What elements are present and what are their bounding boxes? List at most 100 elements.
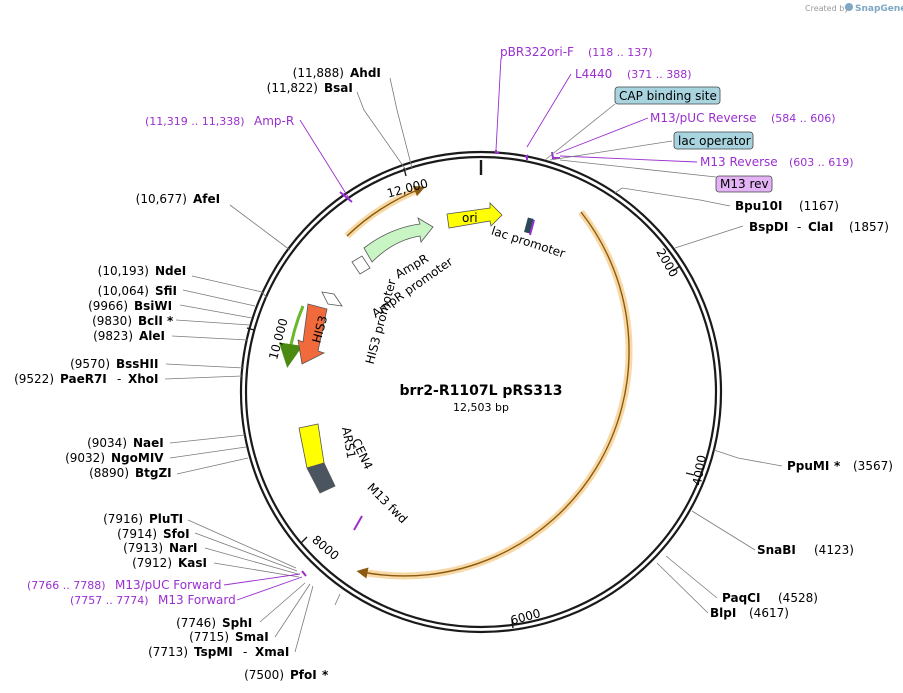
primer-name: M13 Reverse — [700, 155, 778, 169]
feature-ars1: ARS1 — [298, 423, 358, 469]
site-name: AfeI — [193, 192, 220, 206]
site-name: BsaI — [324, 81, 353, 95]
orf-arrow-large — [356, 211, 630, 579]
sites-right: Bpu10I (1167) BspDI - ClaI (1857) PpuMI … — [710, 199, 893, 620]
site-name: BsiWI — [134, 299, 172, 313]
ori-label: ori — [462, 211, 478, 225]
site-pos: (7916) — [103, 512, 143, 526]
site-name: BssHII — [116, 357, 158, 371]
site-name: Bpu10I — [735, 199, 782, 213]
his3-orf-arrow — [278, 305, 305, 368]
ars1-label: ARS1 — [339, 426, 358, 460]
credit-brand: SnapGene — [855, 4, 903, 14]
site-pos: (7715) — [189, 630, 229, 644]
site-name: ClaI — [808, 220, 833, 234]
his3-promoter-label: HIS3 promoter — [363, 278, 399, 366]
leader-lines-left — [164, 77, 413, 653]
leader-lines-right — [614, 187, 783, 614]
site-pos: (9966) — [88, 299, 128, 313]
site-pos: (11,822) — [267, 81, 318, 95]
site-pos: (8890) — [89, 466, 129, 480]
primer-name: M13/pUC Reverse — [650, 111, 757, 125]
site-name: AleI — [139, 329, 165, 343]
site-pos: (7713) — [148, 645, 188, 659]
site-pos: (7913) — [123, 541, 163, 555]
site-name: SfiI — [155, 284, 177, 298]
site-pos: (1167) — [799, 199, 839, 213]
primer-name: pBR322ori-F — [500, 45, 574, 59]
feature-his3: HIS3 — [297, 303, 330, 365]
site-pos: (10,064) — [98, 284, 149, 298]
credit-prefix: Created by — [805, 4, 849, 13]
lac-operator-box — [673, 131, 754, 150]
feature-m13-fwd: M13 fwd — [353, 480, 410, 531]
cap-binding-site-label: CAP binding site — [619, 89, 717, 103]
site-name: TspMI — [194, 645, 233, 659]
primer-name: L4440 — [575, 67, 612, 81]
site-name: XhoI — [128, 372, 159, 386]
site-pos: (1857) — [849, 220, 889, 234]
feature-lac-promoter: lac promoter — [490, 217, 567, 261]
site-pos: (9032) — [65, 451, 105, 465]
tick-label-4000: 4000 — [690, 454, 709, 487]
plasmid-name: brr2-R1107L pRS313 — [399, 383, 562, 399]
site-separator: - — [797, 220, 801, 234]
primer-range: (371 .. 388) — [627, 68, 692, 81]
primer-labels: pBR322ori-F (118 .. 137) L4440 (371 .. 3… — [27, 45, 854, 607]
backbone-outer — [239, 150, 723, 634]
site-pos: (4617) — [749, 606, 789, 620]
site-pos: (4528) — [778, 591, 818, 605]
primer-range: (7757 .. 7774) — [70, 594, 149, 607]
site-name: AhdI — [350, 66, 381, 80]
site-pos: (10,677) — [136, 192, 187, 206]
site-pos: (7914) — [117, 527, 157, 541]
site-name: PfoI — [290, 668, 317, 682]
site-name: PaqCI — [722, 591, 760, 605]
sites-left: (11,888) AhdI (11,822) BsaI (10,677) Afe… — [14, 66, 381, 682]
primer-name: M13 Forward — [158, 593, 236, 607]
site-pos: (7912) — [132, 556, 172, 570]
backbone-inner — [244, 155, 718, 629]
boxed-features: CAP binding site lac operator M13 rev — [614, 86, 773, 193]
primer-range: (584 .. 606) — [771, 112, 836, 125]
site-pos: (10,193) — [98, 264, 149, 278]
m13-rev-label: M13 rev — [720, 177, 769, 191]
site-name: SfoI — [163, 527, 190, 541]
site-pos: (9570) — [70, 357, 110, 371]
lac-operator-label: lac operator — [678, 134, 751, 148]
site-name: NarI — [169, 541, 198, 555]
site-pos: (3567) — [853, 459, 893, 473]
site-name: NaeI — [133, 436, 164, 450]
primer-range: (7766 .. 7788) — [27, 579, 106, 592]
snapgene-credit: Created by SnapGene — [805, 3, 903, 14]
site-star: * — [167, 314, 174, 328]
feature-ori: ori — [446, 202, 503, 229]
site-name: XmaI — [255, 645, 289, 659]
site-name: NdeI — [155, 264, 186, 278]
tick-label-10000: 10,000 — [266, 317, 290, 361]
site-name: PpuMI — [787, 459, 829, 473]
leader-lines-primers — [223, 57, 717, 601]
primer-range: (603 .. 619) — [789, 156, 854, 169]
site-separator: - — [243, 645, 247, 659]
m13-rev-box — [715, 175, 773, 193]
site-name: SnaBI — [757, 543, 796, 557]
primer-range: (11,319 .. 11,338) — [145, 115, 245, 128]
primer-name: Amp-R — [254, 114, 294, 128]
site-pos: (11,888) — [293, 66, 344, 80]
site-name: PluTI — [149, 512, 183, 526]
site-name: BclI — [138, 314, 163, 328]
site-pos: (7500) — [244, 668, 284, 682]
site-name: SmaI — [235, 630, 269, 644]
site-star: * — [322, 668, 329, 682]
site-name: BtgZI — [135, 466, 172, 480]
plasmid-length: 12,503 bp — [453, 401, 509, 414]
site-name: PaeR7I — [60, 372, 107, 386]
site-star: * — [834, 459, 841, 473]
cap-binding-site-box — [614, 86, 721, 105]
site-name: BspDI — [749, 220, 788, 234]
site-pos: (7746) — [176, 616, 216, 630]
site-pos: (9823) — [93, 329, 133, 343]
site-name: KasI — [178, 556, 207, 570]
